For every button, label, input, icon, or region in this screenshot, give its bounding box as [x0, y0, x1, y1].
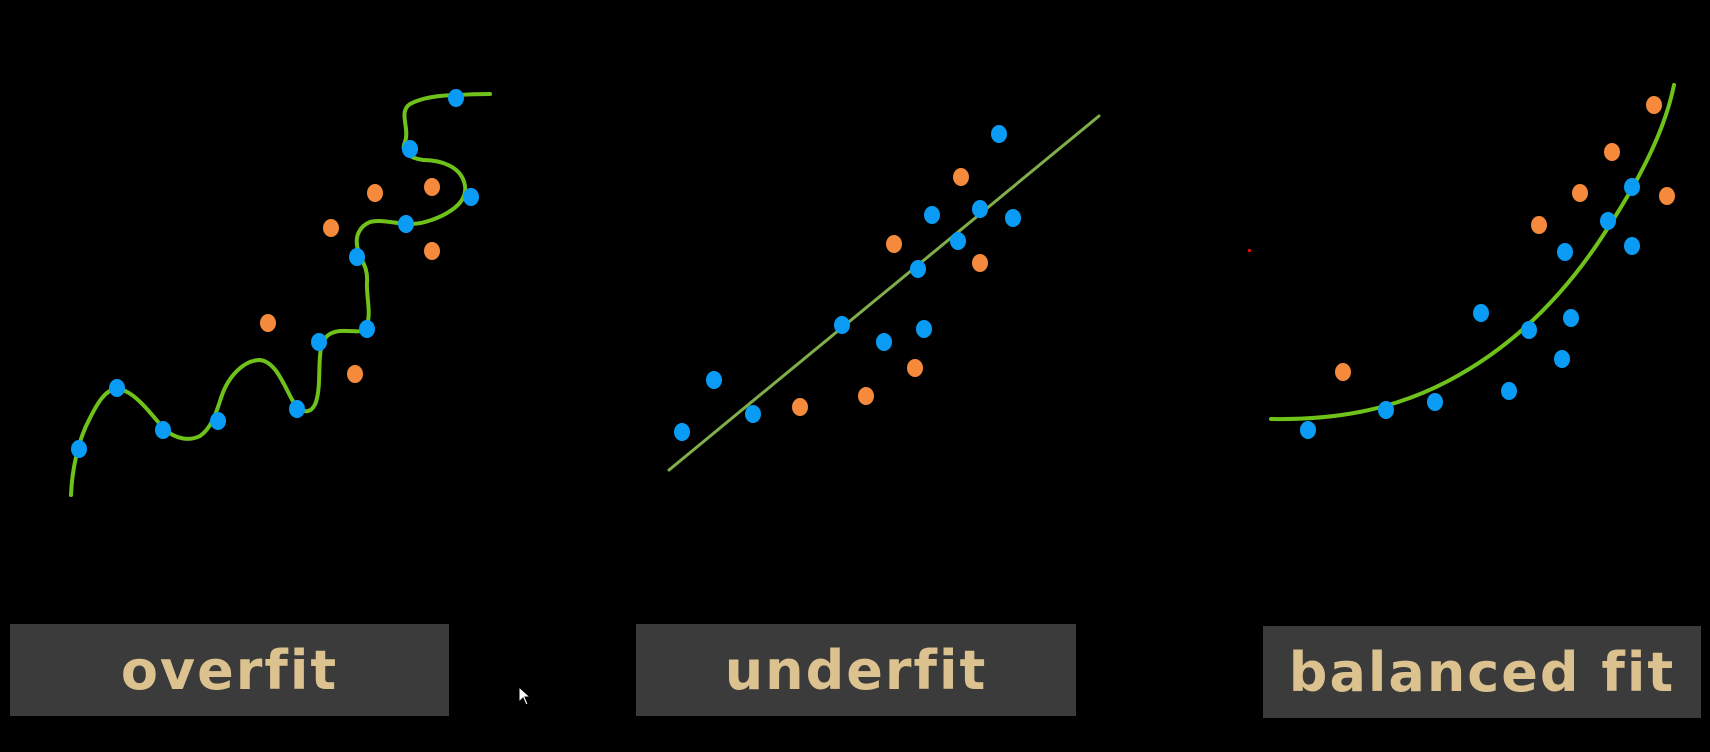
blue-point — [1501, 382, 1517, 400]
underfit-line — [667, 114, 1101, 472]
orange-point — [858, 387, 874, 405]
blue-point — [1300, 421, 1316, 439]
blue-point — [402, 140, 418, 158]
blue-point — [674, 423, 690, 441]
orange-point — [260, 314, 276, 332]
orange-point — [367, 184, 383, 202]
blue-point — [311, 333, 327, 351]
orange-point — [953, 168, 969, 186]
blue-point — [289, 400, 305, 418]
overfit-label-box: overfit — [10, 624, 449, 716]
blue-point — [991, 125, 1007, 143]
orange-point — [424, 242, 440, 260]
orange-point — [1604, 143, 1620, 161]
blue-point — [463, 188, 479, 206]
blue-point — [972, 200, 988, 218]
blue-point — [359, 320, 375, 338]
orange-point — [323, 219, 339, 237]
underfit-panel — [667, 114, 1101, 472]
blue-point — [910, 260, 926, 278]
overfit-label: overfit — [120, 638, 339, 702]
orange-point — [907, 359, 923, 377]
orange-point — [1335, 363, 1351, 381]
blue-point — [1624, 237, 1640, 255]
orange-point — [886, 235, 902, 253]
blue-point — [1378, 401, 1394, 419]
blue-point — [1427, 393, 1443, 411]
blue-point — [1563, 309, 1579, 327]
blue-point — [924, 206, 940, 224]
balanced-fit-label: balanced fit — [1288, 640, 1676, 704]
overfit-panel — [69, 89, 492, 497]
overfit-points — [71, 89, 479, 458]
orange-point — [1659, 187, 1675, 205]
blue-point — [1624, 178, 1640, 196]
orange-point — [792, 398, 808, 416]
blue-point — [349, 248, 365, 266]
underfit-label-box: underfit — [636, 624, 1076, 716]
laser-pointer-dot — [1248, 249, 1251, 252]
mouse-cursor-icon — [518, 686, 532, 706]
blue-point — [448, 89, 464, 107]
orange-point — [1572, 184, 1588, 202]
blue-point — [950, 232, 966, 250]
blue-point — [398, 215, 414, 233]
blue-point — [745, 405, 761, 423]
balanced-points — [1300, 96, 1675, 439]
underfit-points — [674, 125, 1021, 441]
blue-point — [834, 316, 850, 334]
blue-point — [876, 333, 892, 351]
balanced-curve — [1269, 83, 1676, 422]
blue-point — [1557, 243, 1573, 261]
blue-point — [210, 412, 226, 430]
blue-point — [155, 421, 171, 439]
orange-point — [1531, 216, 1547, 234]
overfit-spline — [69, 92, 492, 497]
blue-point — [1521, 321, 1537, 339]
blue-point — [916, 320, 932, 338]
blue-point — [1600, 212, 1616, 230]
balanced-fit-label-box: balanced fit — [1263, 626, 1701, 718]
orange-point — [1646, 96, 1662, 114]
blue-point — [706, 371, 722, 389]
blue-point — [1005, 209, 1021, 227]
blue-point — [71, 440, 87, 458]
blue-point — [1554, 350, 1570, 368]
balanced-panel — [1269, 83, 1676, 439]
blue-point — [109, 379, 125, 397]
orange-point — [424, 178, 440, 196]
underfit-label: underfit — [724, 638, 988, 702]
orange-point — [972, 254, 988, 272]
blue-point — [1473, 304, 1489, 322]
orange-point — [347, 365, 363, 383]
